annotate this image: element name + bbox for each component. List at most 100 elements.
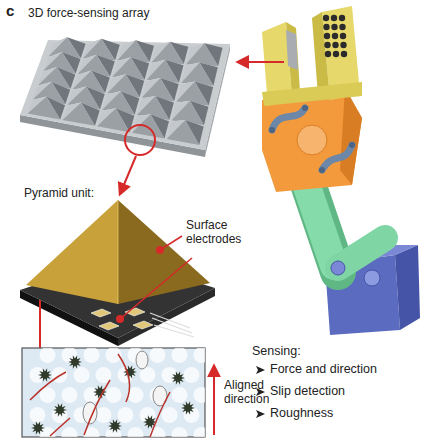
list-item: Force and direction [270,362,377,377]
fiber [30,372,66,400]
spiky-particle [31,421,45,434]
filler-particle [30,407,46,423]
list-heading: Sensing: [252,344,301,359]
pin [269,127,275,133]
sensor-bump [323,24,329,30]
part-label: Surface electrodes [186,218,258,247]
pyramid-unit [20,200,215,346]
pin [302,105,308,111]
list-item: Slip detection [270,384,345,399]
pin [349,142,355,148]
composite-inset [22,347,232,443]
sensor-bump [325,51,331,57]
gear [297,125,327,155]
sensor-bump [340,33,346,39]
sensor-bump [340,42,346,48]
part-label: 3D force-sensing array [28,6,149,20]
gripper-finger [286,22,300,96]
sensor-bump [341,51,347,57]
pyramid-face [186,43,218,66]
sensor-array [20,37,230,157]
filler-particle [84,348,100,363]
linkage [272,108,305,130]
electrode-wire [154,325,194,337]
zoom-arrow [120,156,136,194]
fiber [84,380,110,435]
fiber [50,418,70,436]
spiky-particle [68,355,82,368]
pyramid-face [62,102,95,125]
sensor-bump [331,15,337,21]
joint [331,261,345,275]
part-label: Pyramid unit: [24,186,94,200]
spiky-particle [53,403,67,416]
spiky-particle [108,419,122,432]
filler-particle [74,367,90,383]
bullet-arrow [256,366,265,374]
gripper-body [340,88,362,185]
array-plate [20,40,230,150]
sensor-bump [332,42,338,48]
joint [364,270,380,286]
surface-electrode [99,322,119,330]
direction-arrow [213,366,215,435]
pyramid-face [167,120,200,145]
pyramid-face [28,97,61,120]
sensor-bump [333,51,339,57]
pyramid-edge [118,200,119,304]
leader-line [160,236,182,250]
robot-arm [262,6,420,335]
zoom-arrow [238,61,284,63]
flake-particle [136,351,148,369]
fiber [118,354,130,402]
sensor-bump [339,15,345,21]
zoom-circle [125,125,155,155]
filler-particle [184,367,200,383]
zoom-line [39,300,41,348]
spiky-particle [171,371,185,384]
finger-mount [262,82,362,106]
filler-particle [118,407,134,423]
spiky-particle [181,401,195,414]
filler-particle [194,348,206,363]
spiky-particle [143,415,157,428]
surface-electrode [133,321,153,329]
pyramid-face [97,108,130,132]
sensor-pad [286,30,298,70]
panel-letter: c [6,2,14,20]
filler-particle [106,387,122,403]
fiber [150,392,170,437]
sensor-bump [324,42,330,48]
robot-base [395,245,420,330]
sensor-bump [331,24,337,30]
filler-particle [194,427,206,437]
sensor-bump [323,15,329,21]
filler-particle [150,348,166,363]
filler-particle [162,407,178,423]
filler-particle [172,348,188,363]
sensor-bump [324,33,330,39]
sensor-bump [339,24,345,30]
spiky-particle [38,368,52,381]
filler-particle [40,348,56,363]
bullet-arrow [256,410,265,418]
filler-particle [128,427,144,437]
pin [319,167,325,173]
filler-particle [194,387,206,403]
arm-link [338,238,385,268]
leader-line [120,258,192,319]
pyramid-face [118,200,210,304]
filler-particle [62,427,78,437]
list-item: Roughness [270,406,333,421]
pyramid-face [26,200,118,304]
sensor-bump [332,33,338,39]
filler-particle [172,387,188,403]
filler-particle [172,427,188,437]
linkage [322,145,352,170]
filler-particle [62,387,78,403]
pyramid-face [181,62,213,85]
surface-electrode [91,309,111,317]
filler-particle [96,407,112,423]
